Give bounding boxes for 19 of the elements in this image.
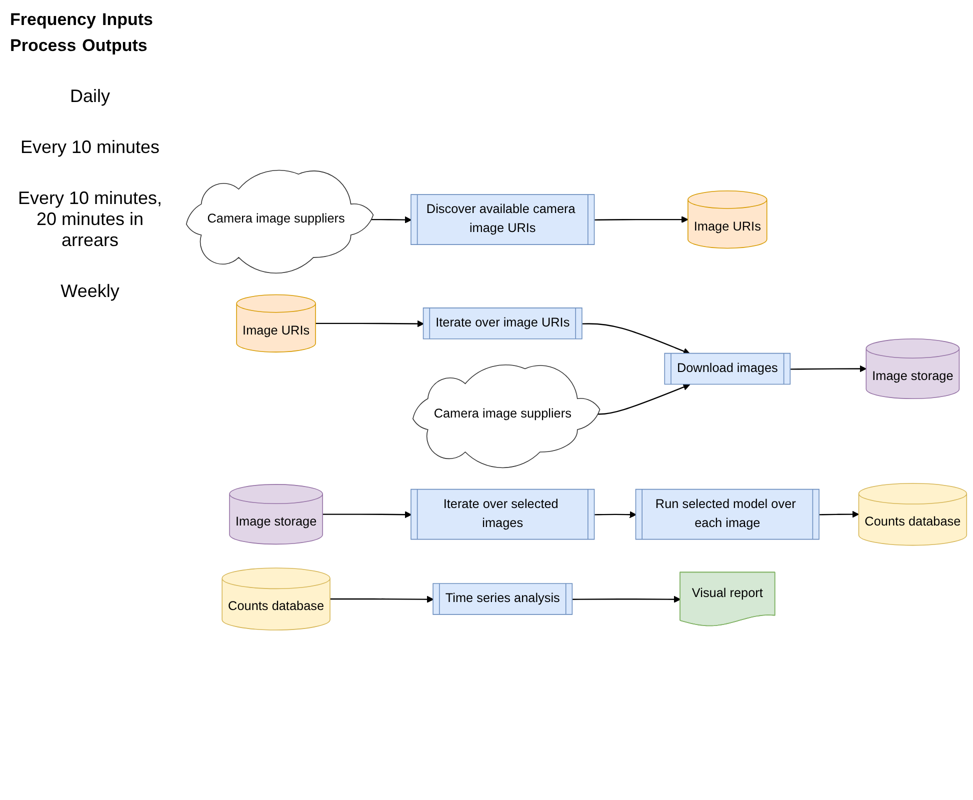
arrow	[330, 596, 434, 603]
arrow	[370, 216, 412, 224]
arrow	[572, 596, 681, 603]
arrow	[594, 216, 688, 223]
row-label: Daily	[68, 86, 111, 107]
column-heading: Frequency	[10, 10, 96, 30]
row-label: Every 10 minutes, 20 minutes in arrears	[16, 188, 164, 251]
column-heading: Outputs	[82, 36, 148, 56]
arrow	[596, 384, 690, 415]
column-heading: Inputs	[102, 10, 153, 30]
arrow	[582, 322, 690, 354]
arrow	[790, 365, 866, 372]
row-label: Every 10 minutes	[19, 137, 161, 158]
arrow	[819, 510, 860, 518]
arrow	[322, 510, 412, 518]
row-label: Weekly	[60, 281, 120, 302]
column-heading: Process	[10, 36, 76, 56]
arrow	[594, 510, 636, 518]
arrow	[316, 320, 424, 328]
